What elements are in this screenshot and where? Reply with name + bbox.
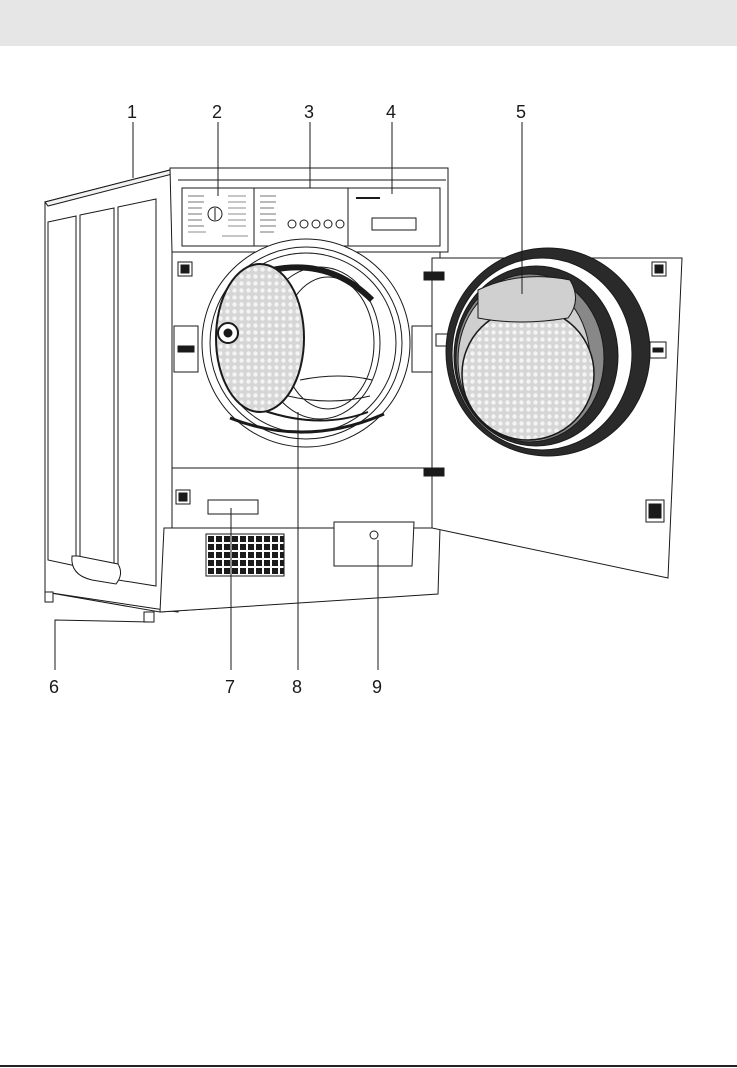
callout-6: 6 [49,677,59,697]
kickplate [172,468,440,528]
callout-4: 4 [386,102,396,122]
plinth [160,522,440,612]
footer-rule [0,1065,737,1067]
drum [202,239,410,447]
callout-1: 1 [127,102,137,122]
callout-2: 2 [212,102,222,122]
callout-7: 7 [225,677,235,697]
callout-3: 3 [304,102,314,122]
callout-9: 9 [372,677,382,697]
callout-5: 5 [516,102,526,122]
door [424,248,682,578]
callout-8: 8 [292,677,302,697]
